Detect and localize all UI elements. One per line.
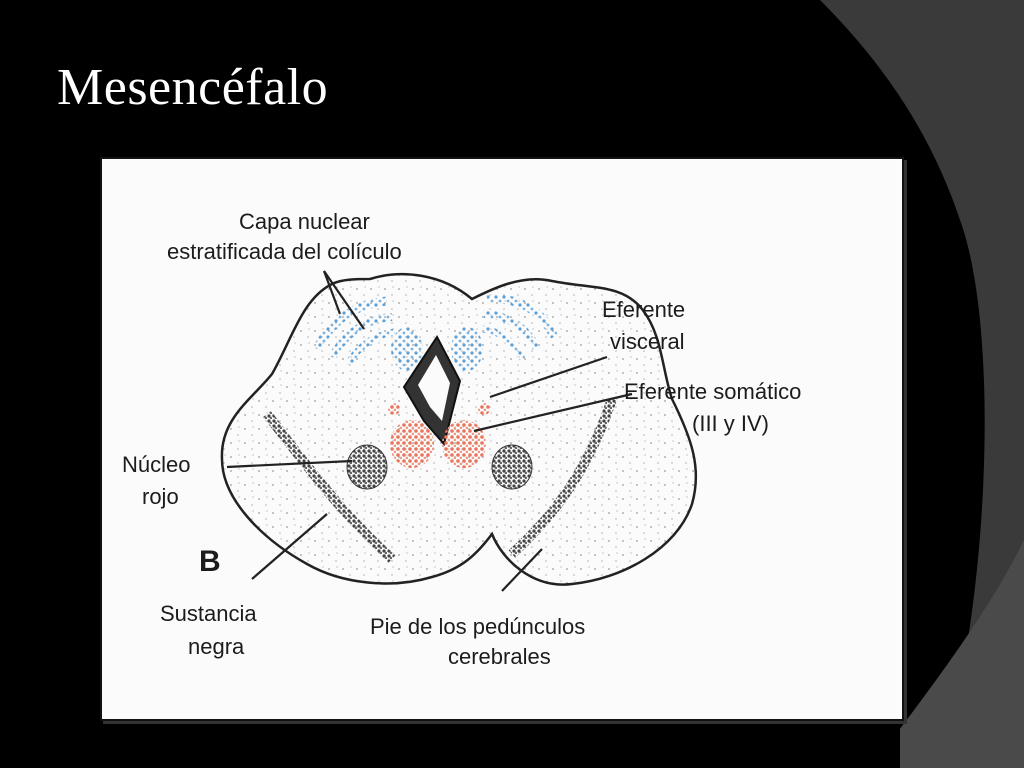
red-nucleus-right [491, 444, 533, 490]
substantia-nigra-left [263, 410, 396, 563]
visceral-patch-left [391, 327, 423, 371]
label-eferente-somatico-line1: Eferente somático [624, 379, 801, 404]
label-nucleo-line1: Núcleo [122, 452, 190, 477]
background-curve-upper [820, 0, 1024, 768]
efferent-dot-left [388, 403, 400, 415]
midbrain-figure: Capa nuclear estratificada del colículo … [100, 157, 904, 721]
label-pie-line1: Pie de los pedúnculos [370, 614, 585, 639]
colliculus-layers-left [312, 296, 396, 366]
red-nucleus-left [346, 444, 388, 490]
label-sustancia-line2: negra [188, 634, 245, 659]
slide-title: Mesencéfalo [57, 59, 329, 116]
efferent-dot-right [478, 403, 490, 415]
leader-lines [226, 270, 633, 592]
colliculus-layers-right [481, 294, 559, 361]
label-eferente-somatico-line2: (III y IV) [692, 411, 769, 436]
label-capa-line1: Capa nuclear [239, 209, 370, 234]
background-bottom-band [0, 720, 900, 768]
somatic-nucleus-right [442, 420, 486, 468]
label-nucleo-line2: rojo [142, 484, 179, 509]
label-sustancia-line1: Sustancia [160, 601, 257, 626]
panel-letter: B [199, 545, 221, 578]
background-curve-lower [870, 540, 1024, 768]
substantia-nigra-right [508, 397, 617, 558]
label-pie-line2: cerebrales [448, 644, 551, 669]
label-eferente-visceral-line1: Eferente [602, 297, 685, 322]
somatic-nucleus-left [390, 420, 434, 468]
visceral-patch-right [451, 327, 483, 371]
label-eferente-visceral-line2: visceral [610, 329, 685, 354]
label-capa-line2: estratificada del colículo [167, 239, 402, 264]
